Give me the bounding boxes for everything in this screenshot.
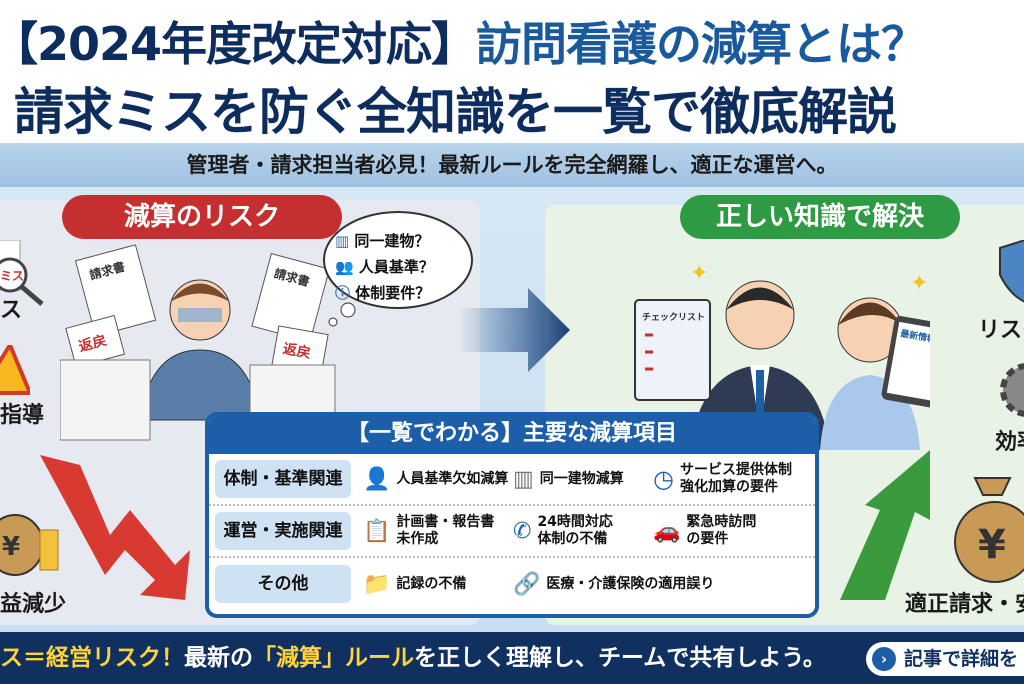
solution-label-proper-billing: 適正請求・安 bbox=[905, 592, 1024, 617]
svg-text:¥: ¥ bbox=[978, 522, 1006, 568]
table-row: その他 📁記録の不備 🔗医療・介護保険の適用誤り bbox=[209, 558, 815, 610]
thought-item: 👥 人員基準？ bbox=[335, 258, 434, 276]
svg-text:返戻: 返戻 bbox=[282, 340, 313, 362]
footer-text-highlight: 「減算」ルール bbox=[253, 645, 414, 671]
risk-label-guidance: 指導 bbox=[0, 403, 45, 428]
risk-label-miss: ス bbox=[0, 298, 23, 323]
folder-icon: 📁 bbox=[363, 571, 391, 597]
svg-text:ミス: ミス bbox=[0, 269, 24, 283]
table-title: 【一覧でわかる】主要な減算項目 bbox=[209, 416, 815, 454]
solution-label-risk: リスク bbox=[978, 318, 1024, 343]
money-bag-icon: ¥ bbox=[0, 514, 59, 576]
solution-label-efficiency: 効率 bbox=[995, 430, 1024, 455]
clock-icon: ◷ bbox=[653, 464, 674, 493]
footer-text-risk: ス＝経営リスク！ bbox=[0, 645, 184, 671]
table-item: 🚗緊急時訪問 の要件 bbox=[653, 514, 757, 547]
car-icon: 🚗 bbox=[653, 518, 681, 544]
link-icon: 🔗 bbox=[513, 571, 541, 597]
svg-text:返戻: 返戻 bbox=[77, 332, 108, 356]
down-trend-arrow-icon bbox=[40, 455, 190, 600]
table-row: 体制・基準関連 👤人員基準欠如減算 ▥同一建物減算 ◷サービス提供体制 強化加算… bbox=[209, 454, 815, 506]
risk-heading: 減算のリスク bbox=[62, 195, 342, 239]
warning-icon bbox=[0, 345, 30, 395]
page-title-line1: 【2024年度改定対応】訪問看護の減算とは？ bbox=[0, 8, 1016, 74]
building-icon: ▥ bbox=[513, 466, 534, 492]
title-main: 訪問看護の減算とは？ bbox=[476, 17, 927, 71]
up-trend-arrow-icon bbox=[840, 450, 930, 600]
table-item: ✆24時間対応 体制の不備 bbox=[513, 514, 613, 547]
people-icon: 👥 bbox=[335, 258, 359, 276]
svg-text:チェックリスト: チェックリスト bbox=[642, 312, 705, 323]
svg-text:✦: ✦ bbox=[690, 261, 708, 286]
table-item: 🔗医療・介護保険の適用誤り bbox=[513, 571, 715, 597]
read-article-button[interactable]: › 記事で詳細を bbox=[866, 642, 1024, 676]
solution-heading: 正しい知識で解決 bbox=[680, 195, 960, 239]
table-row: 運営・実施関連 📋計画書・報告書 未作成 ✆24時間対応 体制の不備 🚗緊急時訪… bbox=[209, 506, 815, 558]
footer-text: 最新の bbox=[184, 645, 253, 671]
building-icon: ▥ bbox=[335, 232, 355, 250]
row-category: その他 bbox=[215, 565, 351, 603]
chevron-right-icon: › bbox=[872, 647, 896, 671]
clipboard-pencil-icon: 📋 bbox=[363, 518, 391, 544]
thought-list: ▥ 同一建物？ 👥 人員基準？ ⓘ 体制要件？ bbox=[335, 228, 434, 306]
table-item: 📁記録の不備 bbox=[363, 571, 467, 597]
footer-text: を正しく理解し、チームで共有しよう。 bbox=[414, 645, 826, 671]
thought-bubble bbox=[323, 211, 473, 327]
staff-icon: 👤 bbox=[363, 466, 391, 492]
table-item: 👤人員基準欠如減算 bbox=[363, 466, 509, 492]
table-item: ◷サービス提供体制 強化加算の要件 bbox=[653, 462, 792, 495]
shield-check-icon bbox=[999, 240, 1024, 303]
row-category: 運営・実施関連 bbox=[215, 512, 351, 550]
subtitle-band: 管理者・請求担当者必見！最新ルールを完全網羅し、適正な運営へ。 bbox=[0, 143, 1024, 187]
right-arrow-icon bbox=[458, 288, 570, 372]
thought-item: ⓘ 体制要件？ bbox=[335, 284, 431, 302]
table-item: ▥同一建物減算 bbox=[513, 466, 624, 492]
thought-item: ▥ 同一建物？ bbox=[335, 232, 430, 250]
question-icon: ⓘ bbox=[335, 284, 356, 302]
svg-text:¥: ¥ bbox=[2, 532, 20, 562]
table-item: 📋計画書・報告書 未作成 bbox=[363, 514, 495, 547]
phone-icon: ✆ bbox=[513, 518, 532, 544]
gear-icon bbox=[1000, 363, 1024, 417]
svg-text:✦: ✦ bbox=[910, 271, 928, 296]
page-title-line2: 請求ミスを防ぐ全知識を一覧で徹底解説 bbox=[14, 83, 897, 141]
row-category: 体制・基準関連 bbox=[215, 460, 351, 498]
cta-label: 記事で詳細を bbox=[904, 648, 1019, 670]
stressed-staff-illustration: 請求書 返戻 請求書 返戻 bbox=[60, 244, 336, 441]
money-bag-icon: ¥ bbox=[954, 477, 1024, 583]
deduction-items-table: 【一覧でわかる】主要な減算項目 体制・基準関連 👤人員基準欠如減算 ▥同一建物減… bbox=[205, 412, 819, 618]
footer-banner: ス＝経営リスク！最新の「減算」ルールを正しく理解し、チームで共有しよう。 bbox=[0, 632, 1024, 684]
magnifier-miss-icon: ミス bbox=[0, 240, 44, 306]
title-prefix: 【2024年度改定対応】 bbox=[0, 17, 477, 71]
risk-label-revenue: 益減少 bbox=[0, 592, 67, 617]
